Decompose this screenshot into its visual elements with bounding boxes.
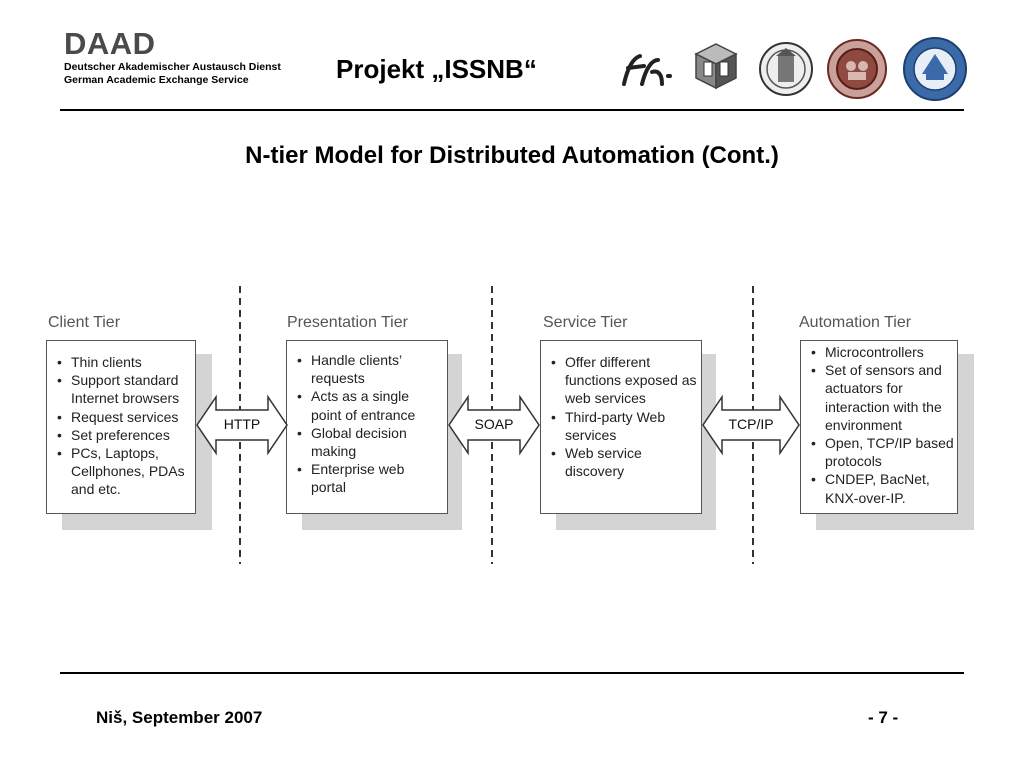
list-item: Acts as a single point of entrance (291, 387, 443, 423)
list-item: Set of sensors and actuators for interac… (805, 361, 955, 434)
university-seal-icon (759, 42, 813, 96)
list-item: Thin clients (51, 353, 191, 371)
list-item: Open, TCP/IP based protocols (805, 434, 955, 470)
list-item: CNDEP, BacNet, KNX-over-IP. (805, 470, 955, 506)
list-item: Support standard Internet browsers (51, 371, 191, 407)
tu-logo (622, 54, 672, 86)
presentation-tier-box: Handle clients’ requests Acts as a singl… (286, 340, 448, 514)
list-item: Set preferences (51, 426, 191, 444)
daad-logo: DAAD (64, 26, 156, 61)
banja-luka-university-seal-icon (903, 37, 967, 101)
list-item: Offer different functions exposed as web… (545, 353, 697, 408)
presentation-tier-title: Presentation Tier (287, 314, 408, 331)
nis-university-seal-icon (827, 39, 887, 99)
automation-tier-box: Microcontrollers Set of sensors and actu… (800, 340, 958, 514)
list-item: Third-party Web services (545, 408, 697, 444)
org-name-english: German Academic Exchange Service (64, 74, 249, 86)
service-tier-title: Service Tier (543, 314, 628, 331)
automation-tier-title: Automation Tier (799, 314, 912, 331)
list-item: Handle clients’ requests (291, 351, 443, 387)
tcpip-label: TCP/IP (728, 416, 774, 432)
service-tier-list: Offer different functions exposed as web… (545, 353, 697, 480)
http-label: HTTP (223, 416, 261, 432)
list-item: Global decision making (291, 424, 443, 460)
cube-logo (694, 43, 738, 90)
service-tier-box: Offer different functions exposed as web… (540, 340, 702, 514)
client-tier-box: Thin clients Support standard Internet b… (46, 340, 196, 514)
project-title: Projekt „ISSNB“ (336, 54, 537, 84)
client-tier-list: Thin clients Support standard Internet b… (51, 353, 191, 499)
tcpip-double-arrow (702, 394, 800, 456)
list-item: Request services (51, 408, 191, 426)
soap-label: SOAP (474, 416, 514, 432)
header-rule (60, 109, 964, 111)
slide-title: N-tier Model for Distributed Automation … (245, 142, 779, 169)
footer-location-date: Niš, September 2007 (96, 708, 263, 727)
list-item: Web service discovery (545, 444, 697, 480)
list-item: Enterprise web portal (291, 460, 443, 496)
list-item: PCs, Laptops, Cellphones, PDAs and etc. (51, 444, 191, 499)
http-double-arrow (196, 394, 288, 456)
automation-tier-list: Microcontrollers Set of sensors and actu… (805, 343, 955, 507)
list-item: Microcontrollers (805, 343, 955, 361)
soap-double-arrow (448, 394, 540, 456)
footer-rule (60, 672, 964, 674)
org-name-german: Deutscher Akademischer Austausch Dienst (64, 61, 281, 73)
presentation-tier-list: Handle clients’ requests Acts as a singl… (291, 351, 443, 497)
page-number: - 7 - (868, 708, 899, 727)
client-tier-title: Client Tier (48, 314, 121, 331)
